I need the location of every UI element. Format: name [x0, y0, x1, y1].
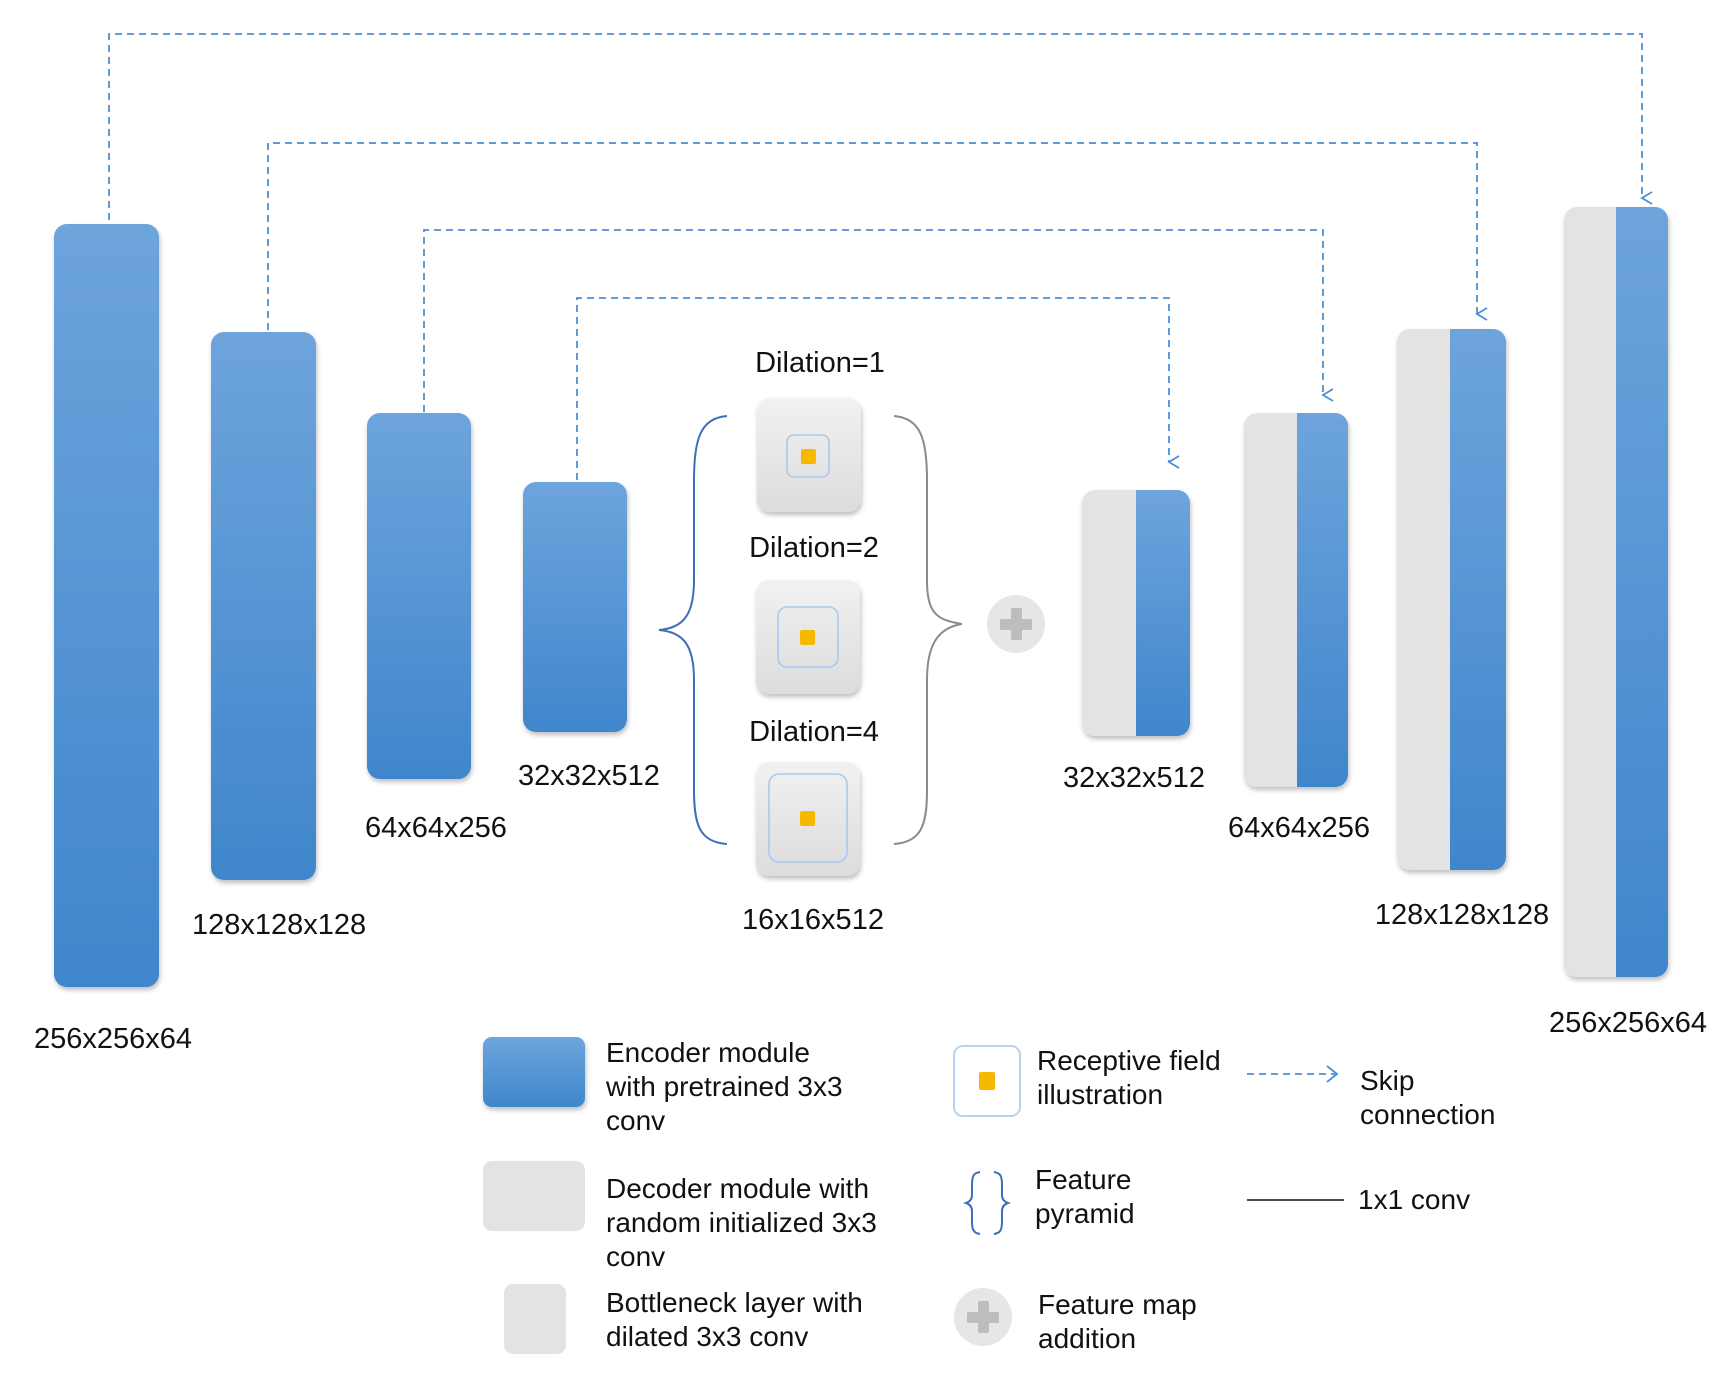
legend-skip-connection-icon: [1247, 1065, 1339, 1083]
bottleneck-block-d4: [756, 762, 860, 876]
decoder-blocks: [1082, 207, 1668, 977]
skip-connection-64: [423, 229, 1334, 412]
encoder-block-128: [211, 332, 316, 880]
decoder-label-128: 128x128x128: [1374, 899, 1550, 931]
legend-receptive-field-text: Receptive field illustration: [1037, 1045, 1221, 1110]
bottleneck-block-d1: [757, 398, 861, 512]
encoder-label-128: 128x128x128: [192, 909, 367, 941]
skip-connection-256: [108, 33, 1653, 220]
skip-connections: [108, 33, 1653, 480]
decoder-block-32: [1082, 490, 1190, 736]
legend-1x1-conv-text: 1x1 conv: [1358, 1184, 1471, 1215]
encoder-blocks: [54, 224, 627, 987]
dilation-label-1: Dilation=1: [755, 347, 885, 379]
encoder-block-64: [367, 413, 471, 779]
bottleneck-blocks: [756, 398, 861, 876]
feature-pyramid-left-brace: [658, 415, 728, 845]
decoder-label-256: 256x256x64: [1548, 1007, 1708, 1039]
dilation-label-4: Dilation=4: [749, 716, 879, 748]
bottleneck-block-d2: [756, 580, 860, 694]
legend-decoder-text: Decoder module with random initialized 3…: [606, 1173, 877, 1272]
legend-feature-pyramid-icon: [962, 1171, 1012, 1235]
legend-receptive-field-icon: [953, 1045, 1021, 1117]
skip-connection-128: [267, 142, 1488, 330]
encoder-block-256: [54, 224, 159, 987]
decoder-block-64: [1244, 413, 1348, 787]
legend-addition-text: Feature map addition: [1038, 1289, 1197, 1354]
encoder-label-32: 32x32x512: [518, 760, 660, 792]
decoder-block-128: [1397, 329, 1506, 870]
feature-pyramid-right-brace: [893, 415, 963, 845]
legend-bottleneck-icon: [504, 1284, 566, 1354]
feature-map-addition-icon: [987, 595, 1045, 653]
legend-bottleneck-text: Bottleneck layer with dilated 3x3 conv: [606, 1287, 863, 1352]
dilation-label-2: Dilation=2: [749, 532, 879, 564]
bottleneck-size-label: 16x16x512: [742, 904, 884, 936]
decoder-block-256: [1564, 207, 1668, 977]
encoder-label-256: 256x256x64: [34, 1023, 193, 1055]
decoder-label-32: 32x32x512: [1063, 762, 1205, 794]
legend-encoder-text: Encoder module with pretrained 3x3 conv: [606, 1037, 843, 1136]
skip-connection-32: [576, 297, 1180, 480]
legend-feature-pyramid-text: Feature pyramid: [1035, 1164, 1135, 1229]
legend-encoder-icon: [483, 1037, 585, 1107]
decoder-label-64: 64x64x256: [1228, 812, 1370, 844]
encoder-label-64: 64x64x256: [365, 812, 507, 844]
legend-addition-icon: [954, 1288, 1012, 1346]
encoder-block-32: [523, 482, 627, 732]
legend-icons: [483, 1037, 1344, 1354]
legend-decoder-icon: [483, 1161, 585, 1231]
legend-skip-connection-text: Skip connection: [1360, 1065, 1496, 1130]
